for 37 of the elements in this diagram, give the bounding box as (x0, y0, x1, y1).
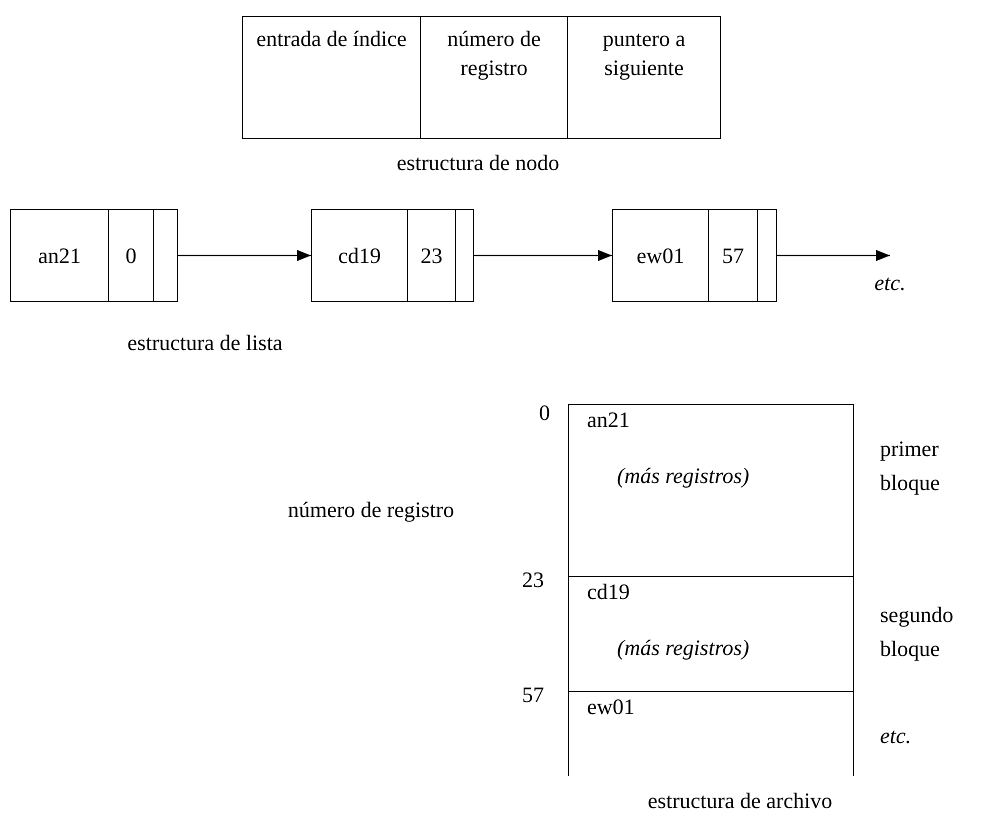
caption-text: 0 (538, 400, 550, 426)
block-caption: etc. (880, 722, 912, 750)
block-caption: segundo bloque (880, 601, 954, 664)
arrow (474, 250, 612, 262)
caption-text: etc. (873, 270, 907, 296)
field-cell (242, 16, 421, 139)
caption-text: 57 (521, 682, 544, 708)
field-label: puntero a siguiente (602, 25, 686, 82)
arrow (178, 250, 311, 262)
block-caption: primer bloque (880, 435, 941, 498)
caption-text: número de registro (286, 497, 456, 523)
index-entry: ew01 (636, 242, 684, 268)
list-node (10, 209, 178, 302)
file-block (568, 691, 854, 776)
field-cell (567, 16, 721, 139)
index-entry: ew01 (587, 694, 635, 720)
index-entry: an21 (38, 242, 81, 268)
caption-text: 23 (521, 567, 544, 593)
caption-text: estructura de nodo (396, 150, 560, 176)
file-block (568, 576, 854, 692)
field-cell (420, 16, 568, 139)
arrow (777, 250, 890, 262)
index-entry: cd19 (587, 579, 630, 605)
record-number: 57 (722, 242, 744, 268)
record-number: 0 (126, 242, 136, 268)
list-node (311, 209, 474, 302)
field-label: entrada de índice (255, 25, 408, 53)
records-note: (más registros) (617, 463, 750, 489)
index-entry: an21 (587, 407, 630, 433)
caption-text: estructura de archivo (646, 788, 834, 814)
file-block (568, 404, 854, 577)
list-node (612, 209, 777, 302)
field-label: número de registro (446, 25, 542, 82)
index-entry: cd19 (338, 242, 381, 268)
records-note: (más registros) (617, 635, 750, 661)
caption-text: estructura de lista (126, 330, 284, 356)
record-number: 23 (420, 242, 442, 268)
